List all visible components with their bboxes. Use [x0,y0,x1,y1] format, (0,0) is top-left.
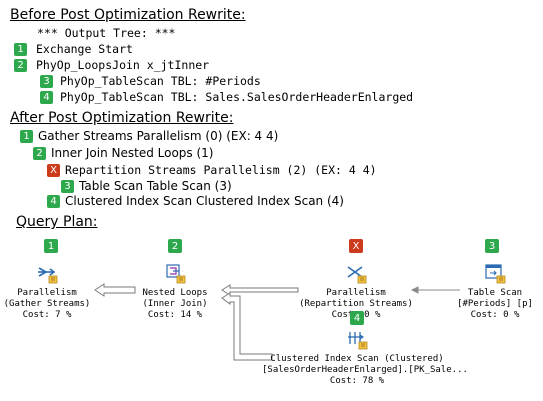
node-subtitle: (Inner Join) [142,299,208,309]
step-badge-3: 3 [40,74,53,88]
node-subtitle: (Repartition Streams) [299,299,413,309]
parallelism-icon [345,262,367,284]
node-subtitle: [#Periods] [p] [457,299,533,309]
node-title: Clustered Index Scan (Clustered) [270,354,444,364]
after-line-2: X Repartition Streams Parallelism (2) (E… [47,162,377,178]
plan-badge-2: 2 [168,239,182,253]
node-subtitle: (Gather Streams) [3,299,91,309]
step-badge-4: 4 [40,90,53,104]
after-line-text: Repartition Streams Parallelism (2) (EX:… [65,163,377,177]
before-line-3: 3 PhyOp_TableScan TBL: #Periods [40,73,261,89]
step-badge-x: X [47,163,60,177]
parallelism-icon [36,262,58,284]
clustered-index-scan-icon [346,328,368,350]
plan-badge-1: 1 [44,239,58,253]
step-badge-2: 2 [14,58,27,72]
before-line-4: 4 PhyOp_TableScan TBL: Sales.SalesOrderH… [40,89,413,105]
plan-node-table-scan[interactable]: Table Scan [#Periods] [p] Cost: 0 % [455,262,535,321]
step-badge-1: 1 [20,129,33,143]
node-title: Parallelism [17,288,77,298]
node-title: Parallelism [326,288,386,298]
plan-node-gather-streams[interactable]: Parallelism (Gather Streams) Cost: 7 % [2,262,92,321]
after-heading: After Post Optimization Rewrite: [10,110,234,126]
after-line-text: Clustered Index Scan Clustered Index Sca… [65,194,344,208]
after-line-3: 3 Table Scan Table Scan (3) [61,178,232,194]
before-line-0: *** Output Tree: *** [37,25,175,41]
arrow-nested-to-gather [94,283,136,297]
nested-loops-icon [164,262,186,284]
node-subtitle: [SalesOrderHeaderEnlarged].[PK_Sale... [262,365,468,375]
before-line-text: PhyOp_LoopsJoin x_jtInner [36,58,210,72]
after-line-text: Table Scan Table Scan (3) [79,179,232,193]
arrow-tablescan-to-repartition [410,286,460,294]
after-line-4: 4 Clustered Index Scan Clustered Index S… [47,193,344,209]
step-badge-1: 1 [14,42,27,56]
before-line-text: *** Output Tree: *** [37,26,176,40]
after-line-0: 1 Gather Streams Parallelism (0) (EX: 4 … [20,128,278,144]
plan-heading: Query Plan: [16,214,98,230]
node-cost: Cost: 7 % [22,310,72,320]
before-line-text: PhyOp_TableScan TBL: Sales.SalesOrderHea… [60,90,414,104]
arrow-repartition-to-nested [221,284,299,296]
before-line-1: 1 Exchange Start [14,41,133,57]
before-line-2: 2 PhyOp_LoopsJoin x_jtInner [14,57,209,73]
table-scan-icon [484,262,506,284]
before-line-text: Exchange Start [36,42,133,56]
plan-badge-x: X [349,239,363,253]
node-title: Table Scan [467,288,523,298]
node-title: Nested Loops [142,288,208,298]
step-badge-2: 2 [33,146,46,160]
before-heading: Before Post Optimization Rewrite: [10,7,246,23]
step-badge-4: 4 [47,194,60,208]
plan-badge-4: 4 [350,311,364,325]
plan-badge-3: 3 [485,239,499,253]
node-cost: Cost: 0 % [470,310,520,320]
node-cost: Cost: 14 % [147,310,203,320]
after-line-text: Inner Join Nested Loops (1) [51,146,214,160]
plan-node-clustered-index-scan[interactable]: Clustered Index Scan (Clustered) [SalesO… [262,328,468,387]
after-line-text: Gather Streams Parallelism (0) (EX: 4 4) [38,129,279,143]
arrow-clustered-to-nested [221,292,273,361]
plan-node-nested-loops[interactable]: Nested Loops (Inner Join) Cost: 14 % [133,262,217,321]
before-line-text: PhyOp_TableScan TBL: #Periods [60,74,261,88]
node-cost: Cost: 78 % [329,376,385,386]
after-line-1: 2 Inner Join Nested Loops (1) [33,145,214,161]
step-badge-3: 3 [61,179,74,193]
